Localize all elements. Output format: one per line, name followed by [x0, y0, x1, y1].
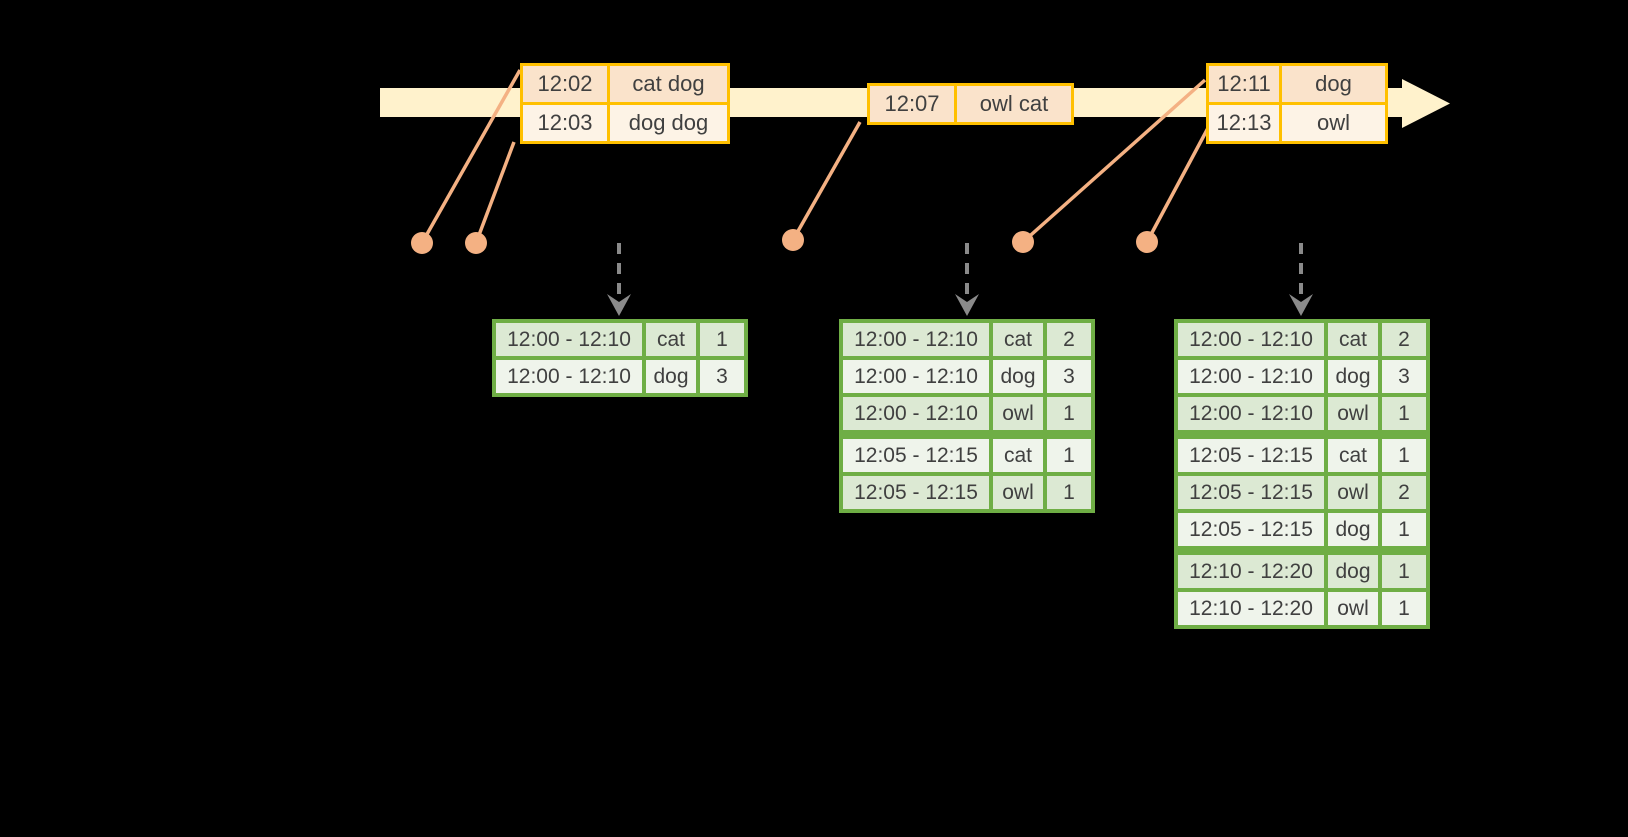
- arrow-down-icon: [607, 294, 631, 316]
- window-cell: 12:00 - 12:10: [843, 323, 989, 356]
- event-words: dog: [1282, 66, 1385, 102]
- word-cell: owl: [1328, 592, 1378, 625]
- count-cell: 1: [1382, 397, 1426, 430]
- event-table-2: 12:07 owl cat: [867, 83, 1074, 125]
- count-cell: 1: [1047, 476, 1091, 509]
- result-row: 12:05 - 12:15 cat 1: [843, 439, 1091, 472]
- result-row: 12:00 - 12:10 owl 1: [843, 397, 1091, 430]
- event-words: cat dog: [610, 66, 727, 102]
- event-time: 12:03: [523, 105, 607, 141]
- count-cell: 3: [1382, 360, 1426, 393]
- count-cell: 2: [1047, 323, 1091, 356]
- result-row: 12:05 - 12:15 owl 1: [843, 476, 1091, 509]
- event-dot: [411, 232, 433, 254]
- result-table-1: 12:00 - 12:10 cat 1 12:00 - 12:10 dog 3: [492, 319, 748, 397]
- result-row: 12:00 - 12:10 cat 1: [496, 323, 744, 356]
- window-cell: 12:05 - 12:15: [1178, 476, 1324, 509]
- count-cell: 3: [700, 360, 744, 393]
- arrow-down-icon: [1289, 294, 1313, 316]
- event-time: 12:02: [523, 66, 607, 102]
- window-cell: 12:10 - 12:20: [1178, 555, 1324, 588]
- trigger-arrowheads: [607, 294, 1313, 316]
- word-cell: dog: [993, 360, 1043, 393]
- result-row: 12:05 - 12:15 cat 1: [1178, 439, 1426, 472]
- event-words: owl: [1282, 105, 1385, 141]
- event-table-3: 12:11 dog 12:13 owl: [1206, 63, 1388, 144]
- word-cell: cat: [993, 323, 1043, 356]
- arrow-down-icon: [955, 294, 979, 316]
- count-cell: 1: [1047, 439, 1091, 472]
- window-cell: 12:00 - 12:10: [843, 360, 989, 393]
- window-cell: 12:00 - 12:10: [496, 323, 642, 356]
- event-time: 12:11: [1209, 66, 1279, 102]
- result-row: 12:10 - 12:20 dog 1: [1178, 555, 1426, 588]
- event-time: 12:13: [1209, 105, 1279, 141]
- count-cell: 1: [1382, 513, 1426, 546]
- count-cell: 1: [1382, 439, 1426, 472]
- word-cell: owl: [993, 397, 1043, 430]
- word-cell: dog: [1328, 360, 1378, 393]
- event-table-1: 12:02 cat dog 12:03 dog dog: [520, 63, 730, 144]
- result-row: 12:10 - 12:20 owl 1: [1178, 592, 1426, 625]
- window-cell: 12:05 - 12:15: [843, 439, 989, 472]
- event-words: owl cat: [957, 86, 1071, 122]
- word-cell: cat: [1328, 323, 1378, 356]
- result-row: 12:00 - 12:10 cat 2: [1178, 323, 1426, 356]
- connector-line: [791, 121, 862, 241]
- word-cell: owl: [1328, 476, 1378, 509]
- word-cell: dog: [1328, 513, 1378, 546]
- connector-line: [474, 141, 516, 244]
- word-cell: owl: [1328, 397, 1378, 430]
- result-row: 12:00 - 12:10 dog 3: [1178, 360, 1426, 393]
- connector-line: [1145, 127, 1210, 243]
- word-cell: dog: [646, 360, 696, 393]
- word-cell: owl: [993, 476, 1043, 509]
- word-cell: cat: [1328, 439, 1378, 472]
- timeline-arrowhead-icon: [1402, 79, 1450, 128]
- count-cell: 3: [1047, 360, 1091, 393]
- count-cell: 1: [700, 323, 744, 356]
- result-table-2: 12:00 - 12:10 cat 2 12:00 - 12:10 dog 3 …: [839, 319, 1095, 513]
- window-cell: 12:00 - 12:10: [1178, 397, 1324, 430]
- word-cell: cat: [646, 323, 696, 356]
- event-dots: [411, 229, 1158, 254]
- result-row: 12:00 - 12:10 cat 2: [843, 323, 1091, 356]
- count-cell: 1: [1382, 555, 1426, 588]
- result-row: 12:00 - 12:10 owl 1: [1178, 397, 1426, 430]
- result-row: 12:00 - 12:10 dog 3: [496, 360, 744, 393]
- window-cell: 12:00 - 12:10: [496, 360, 642, 393]
- window-cell: 12:00 - 12:10: [843, 397, 989, 430]
- result-row: 12:05 - 12:15 dog 1: [1178, 513, 1426, 546]
- event-dot: [465, 232, 487, 254]
- event-time: 12:07: [870, 86, 954, 122]
- result-row: 12:05 - 12:15 owl 2: [1178, 476, 1426, 509]
- window-cell: 12:05 - 12:15: [1178, 439, 1324, 472]
- window-cell: 12:00 - 12:10: [1178, 323, 1324, 356]
- count-cell: 2: [1382, 323, 1426, 356]
- word-cell: cat: [993, 439, 1043, 472]
- event-words: dog dog: [610, 105, 727, 141]
- event-dot: [782, 229, 804, 251]
- trigger-arrows: [617, 243, 1303, 298]
- word-cell: dog: [1328, 555, 1378, 588]
- window-cell: 12:05 - 12:15: [843, 476, 989, 509]
- event-dot: [1012, 231, 1034, 253]
- count-cell: 2: [1382, 476, 1426, 509]
- result-table-3: 12:00 - 12:10 cat 2 12:00 - 12:10 dog 3 …: [1174, 319, 1430, 629]
- event-dot: [1136, 231, 1158, 253]
- result-row: 12:00 - 12:10 dog 3: [843, 360, 1091, 393]
- window-cell: 12:10 - 12:20: [1178, 592, 1324, 625]
- window-cell: 12:00 - 12:10: [1178, 360, 1324, 393]
- window-cell: 12:05 - 12:15: [1178, 513, 1324, 546]
- count-cell: 1: [1047, 397, 1091, 430]
- count-cell: 1: [1382, 592, 1426, 625]
